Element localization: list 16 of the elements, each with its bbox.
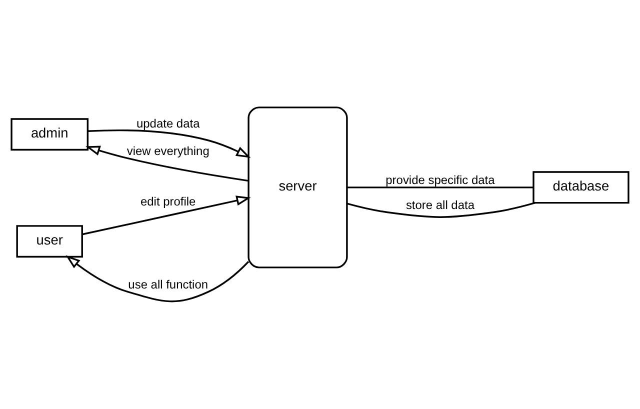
arrow [88, 130, 251, 158]
node-box: database [532, 171, 630, 204]
edge-label: view everything [126, 144, 210, 158]
edge-label: use all function [128, 278, 208, 292]
arrow [66, 255, 250, 302]
arrow [86, 146, 249, 182]
node-box: server [248, 106, 348, 268]
edge-label: provide specific data [386, 173, 495, 188]
node-box: admin [10, 118, 89, 151]
arrow [82, 196, 251, 236]
connector [346, 202, 536, 218]
edge-label: update data [136, 116, 200, 131]
connector [347, 186, 534, 188]
edge-label: store all data [406, 198, 474, 212]
node-box: user [16, 225, 83, 258]
edge-label: edit profile [140, 194, 196, 209]
